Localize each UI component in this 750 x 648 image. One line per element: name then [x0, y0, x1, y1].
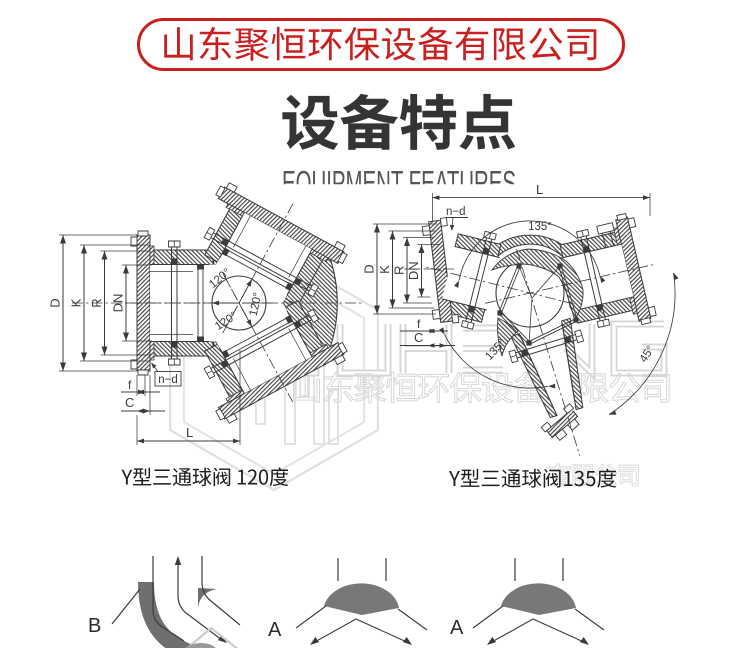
- svg-text:A: A: [268, 619, 282, 641]
- svg-text:C: C: [125, 395, 134, 410]
- svg-text:n−d: n−d: [158, 374, 178, 386]
- svg-text:C: C: [414, 330, 423, 345]
- svg-text:D: D: [362, 264, 377, 273]
- svg-text:L: L: [186, 425, 193, 440]
- svg-text:A: A: [450, 617, 464, 639]
- svg-text:f: f: [417, 317, 421, 331]
- svg-text:K: K: [377, 265, 392, 274]
- svg-text:B: B: [88, 615, 101, 637]
- svg-text:n−d: n−d: [446, 206, 466, 218]
- svg-text:135°: 135°: [528, 221, 552, 233]
- svg-text:120°: 120°: [248, 291, 265, 317]
- svg-text:EQUIPMENT FEATURES: EQUIPMENT FEATURES: [282, 164, 516, 201]
- svg-text:DN: DN: [406, 261, 421, 280]
- svg-text:R: R: [392, 266, 407, 275]
- svg-text:f: f: [128, 378, 132, 392]
- svg-text:L: L: [536, 182, 543, 197]
- svg-text:D: D: [48, 298, 63, 307]
